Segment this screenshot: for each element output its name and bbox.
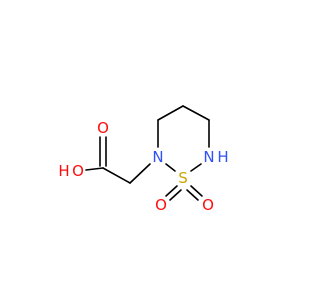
sulfonyl-right-oxygen-label: O bbox=[202, 196, 214, 214]
ring-sulfur-label: S bbox=[178, 169, 188, 187]
carbonyl-oxygen-label: O bbox=[97, 119, 109, 137]
sulfonyl-right-double-bond-a bbox=[186, 189, 199, 201]
sulfonyl-left-double-bond-b bbox=[169, 189, 182, 201]
ring-c2-c3-bond bbox=[182, 105, 210, 121]
ring-nh-s-bond bbox=[190, 163, 202, 172]
carboxyl-c-oh-bond bbox=[85, 167, 104, 171]
bonds bbox=[85, 105, 210, 201]
carboxyl-ch2-bond bbox=[102, 167, 131, 184]
ring-nh-nitrogen-label: N bbox=[203, 148, 214, 166]
chemical-structure-diagram: H O O N S N H O O bbox=[58, 105, 229, 214]
ring-nh-hydrogen-label: H bbox=[217, 148, 228, 166]
sulfonyl-left-double-bond-a bbox=[165, 185, 178, 197]
sulfonyl-left-oxygen-label: O bbox=[155, 196, 167, 214]
ring-s-n-bond bbox=[165, 163, 176, 172]
ring-c1-c2-bond bbox=[157, 105, 184, 121]
hydroxyl-hydrogen-label: H bbox=[58, 162, 69, 180]
ch2-ring-n-bond bbox=[129, 163, 151, 184]
sulfonyl-right-double-bond-b bbox=[190, 185, 203, 197]
hydroxyl-oxygen-label: O bbox=[72, 162, 84, 180]
atom-labels: H O O N S N H O O bbox=[58, 119, 228, 214]
ring-nitrogen-label: N bbox=[152, 148, 163, 166]
